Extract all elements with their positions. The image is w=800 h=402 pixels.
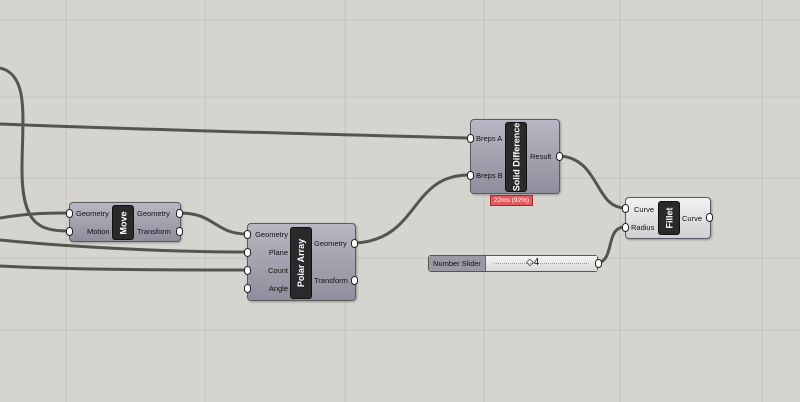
- input-grip[interactable]: [66, 209, 73, 218]
- wire: [0, 238, 248, 254]
- polar-array-nickname[interactable]: Polar Array: [290, 227, 312, 299]
- output-grip[interactable]: [706, 213, 713, 222]
- wire: [0, 211, 70, 220]
- move-component[interactable]: Geometry Motion Move Geometry Transform: [69, 202, 181, 242]
- input-grip[interactable]: [244, 248, 251, 257]
- input-radius[interactable]: Radius: [631, 223, 655, 232]
- output-grip[interactable]: [351, 239, 358, 248]
- input-angle[interactable]: Angle: [268, 284, 288, 293]
- output-transform[interactable]: Transform: [137, 227, 171, 236]
- fillet-nickname[interactable]: Fillet: [658, 201, 680, 235]
- input-breps-b[interactable]: Breps B: [476, 171, 503, 180]
- input-grip[interactable]: [244, 284, 251, 293]
- input-grip[interactable]: [467, 171, 474, 180]
- solid-difference-component[interactable]: Breps A Breps B Solid Difference Result: [470, 119, 560, 194]
- wire: [0, 122, 470, 140]
- number-slider[interactable]: Number Slider ◇4: [428, 255, 598, 272]
- slider-value: 4: [533, 257, 540, 268]
- output-result[interactable]: Result: [530, 152, 552, 161]
- slider-handle[interactable]: ◇4: [525, 257, 540, 268]
- slider-track[interactable]: ◇4: [485, 256, 597, 271]
- wire: [356, 173, 470, 245]
- wire: [0, 264, 248, 272]
- slider-label: Number Slider: [429, 256, 486, 271]
- input-curve[interactable]: Curve: [634, 205, 655, 214]
- wire: [179, 211, 248, 236]
- input-grip[interactable]: [622, 204, 629, 213]
- move-nickname[interactable]: Move: [112, 205, 134, 240]
- polar-array-component[interactable]: Geometry Plane Count Angle Polar Array G…: [247, 223, 356, 301]
- output-grip[interactable]: [176, 209, 183, 218]
- input-grip[interactable]: [244, 230, 251, 239]
- input-grip[interactable]: [622, 223, 629, 232]
- input-grip[interactable]: [467, 134, 474, 143]
- input-grip[interactable]: [244, 266, 251, 275]
- profiler-badge: 22ms (92%): [490, 195, 534, 206]
- output-transform[interactable]: Transform: [314, 276, 348, 285]
- solid-difference-nickname[interactable]: Solid Difference: [505, 122, 527, 192]
- input-motion[interactable]: Motion: [87, 227, 110, 236]
- input-count[interactable]: Count: [267, 266, 288, 275]
- output-grip[interactable]: [595, 259, 602, 268]
- output-curve[interactable]: Curve: [682, 214, 703, 223]
- input-plane[interactable]: Plane: [268, 248, 288, 257]
- output-grip[interactable]: [176, 227, 183, 236]
- output-geometry[interactable]: Geometry: [137, 209, 170, 218]
- output-grip[interactable]: [351, 276, 358, 285]
- input-geometry[interactable]: Geometry: [255, 230, 288, 239]
- input-grip[interactable]: [66, 227, 73, 236]
- input-geometry[interactable]: Geometry: [76, 209, 109, 218]
- wire: [560, 154, 626, 210]
- fillet-component[interactable]: Curve Radius Fillet Curve: [625, 197, 711, 239]
- wire: [0, 66, 70, 233]
- input-breps-a[interactable]: Breps A: [476, 134, 503, 143]
- output-geometry[interactable]: Geometry: [314, 239, 347, 248]
- output-grip[interactable]: [556, 152, 563, 161]
